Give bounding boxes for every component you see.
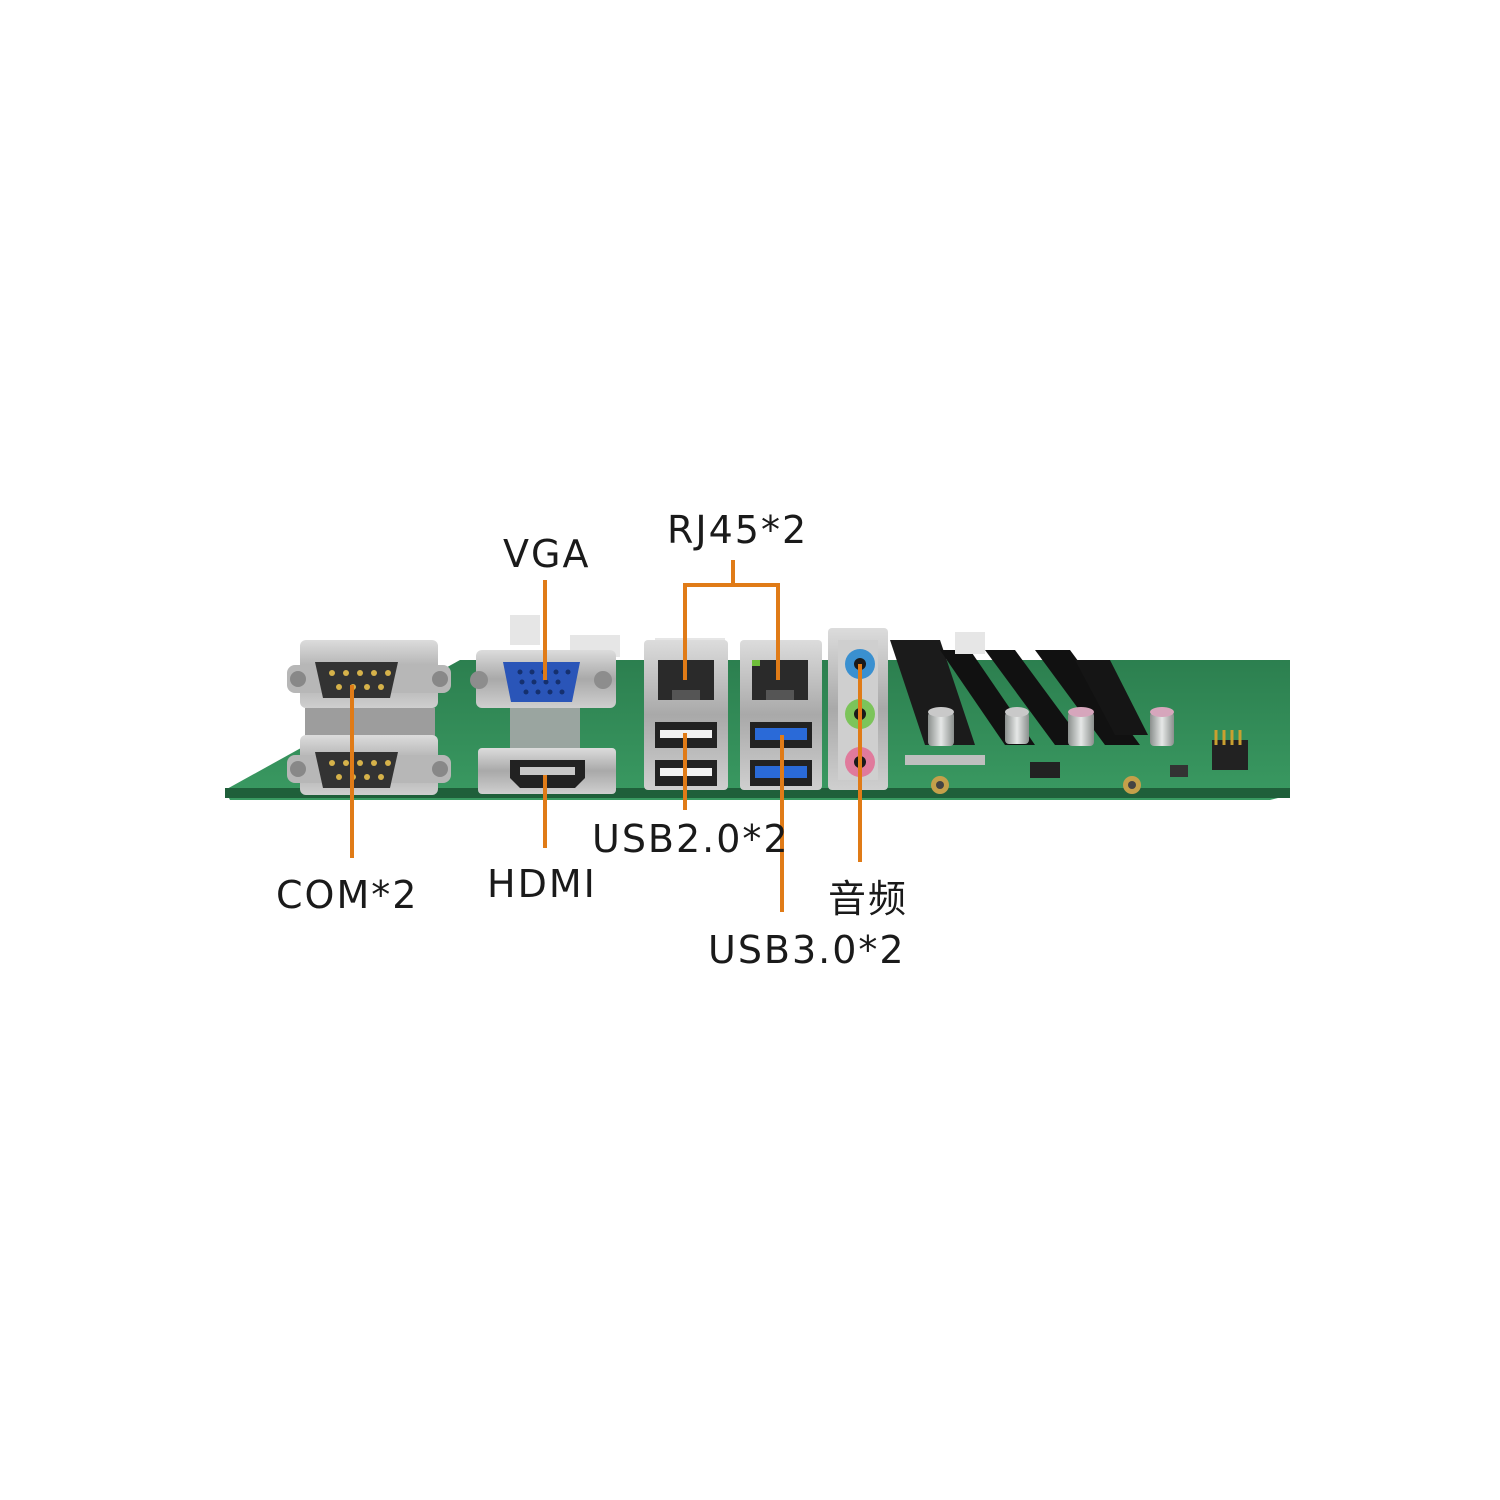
- label-vga: VGA: [503, 532, 591, 576]
- com-port-lower: [287, 735, 451, 795]
- vga-port: [470, 650, 616, 748]
- label-usb2: USB2.0*2: [592, 817, 790, 861]
- hdmi-port: [478, 748, 616, 794]
- label-hdmi: HDMI: [487, 862, 597, 906]
- label-audio: 音频: [828, 877, 909, 921]
- leader-lines: [350, 560, 862, 912]
- label-usb3: USB3.0*2: [708, 928, 906, 972]
- label-com: COM*2: [276, 873, 419, 917]
- com-port-upper: [287, 640, 451, 738]
- label-rj45: RJ45*2: [667, 508, 809, 552]
